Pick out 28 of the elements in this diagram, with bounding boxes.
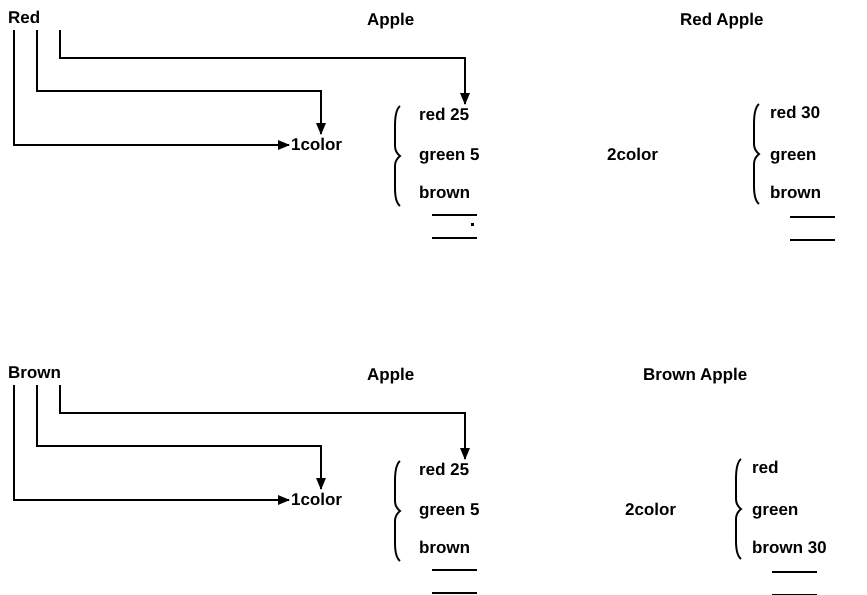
slot-name: 2color — [607, 145, 658, 165]
slot-value: green — [752, 500, 798, 520]
slot-value: red — [752, 458, 778, 478]
frame-name: Apple — [367, 10, 414, 30]
arrow — [59, 385, 470, 460]
frame-name: Red Apple — [680, 10, 764, 30]
slot-value: brown — [419, 183, 470, 203]
slot-value: brown 30 — [752, 538, 827, 558]
slot-value: green 5 — [419, 145, 480, 165]
arrow — [13, 385, 290, 505]
arrow — [59, 30, 470, 105]
slot-name: 1color — [291, 490, 342, 510]
arrow — [36, 385, 326, 490]
frame-name: Brown — [8, 363, 61, 383]
slot-value: red 30 — [770, 103, 820, 123]
slot-value: green — [770, 145, 816, 165]
slot-value: red 25 — [419, 105, 470, 125]
slot-value: red 25 — [419, 460, 470, 480]
arrow — [13, 30, 290, 150]
slot-name: 1color — [291, 135, 342, 155]
slot-name: 2color — [625, 500, 676, 520]
frame-name: Brown Apple — [643, 365, 748, 385]
arrow — [36, 30, 326, 135]
frame-name: Red — [8, 8, 40, 28]
slot-value: brown — [770, 183, 821, 203]
slot-value: green 5 — [419, 500, 480, 520]
frame-name: Apple — [367, 365, 414, 385]
slot-value: brown — [419, 538, 470, 558]
